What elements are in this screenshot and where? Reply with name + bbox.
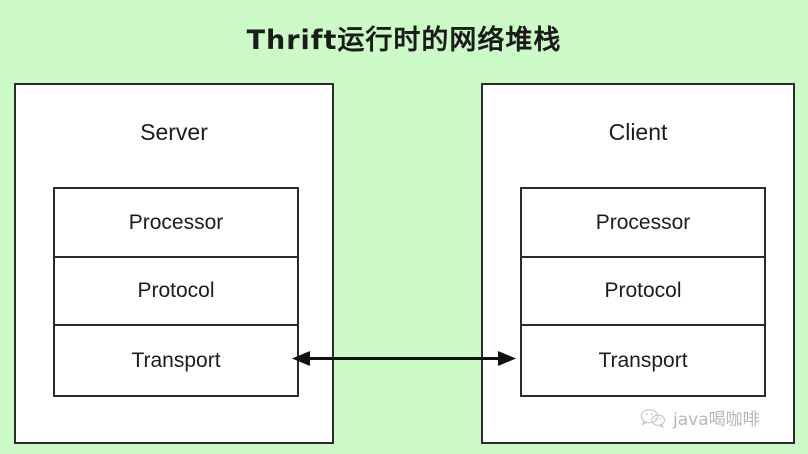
server-layer-protocol: Protocol — [55, 258, 297, 327]
server-layer-transport: Transport — [55, 326, 297, 395]
client-layer-protocol: Protocol — [522, 258, 764, 327]
client-layer-processor-label: Processor — [595, 210, 691, 234]
client-layer-transport-label: Transport — [598, 349, 688, 373]
client-node-box: Client Processor Protocol Transport — [481, 83, 795, 444]
transport-bidirectional-arrow-icon — [292, 351, 516, 366]
server-layer-processor-label: Processor — [128, 210, 224, 234]
server-layer-protocol-label: Protocol — [137, 279, 215, 303]
watermark: java喝咖啡 — [640, 405, 760, 430]
server-node-title: Server — [140, 119, 208, 145]
client-layer-processor: Processor — [522, 189, 764, 258]
server-layer-processor: Processor — [55, 189, 297, 258]
server-layer-transport-label: Transport — [131, 349, 221, 373]
wechat-icon — [640, 408, 666, 428]
watermark-text: java喝咖啡 — [673, 410, 760, 430]
client-layer-protocol-label: Protocol — [604, 279, 682, 303]
client-layer-transport: Transport — [522, 326, 764, 395]
client-layer-stack: Processor Protocol Transport — [520, 187, 766, 397]
server-layer-stack: Processor Protocol Transport — [53, 187, 299, 397]
page-title: Thrift运行时的网络堆栈 — [246, 25, 562, 56]
server-node-box: Server Processor Protocol Transport — [14, 83, 334, 444]
client-node-title: Client — [608, 119, 668, 145]
